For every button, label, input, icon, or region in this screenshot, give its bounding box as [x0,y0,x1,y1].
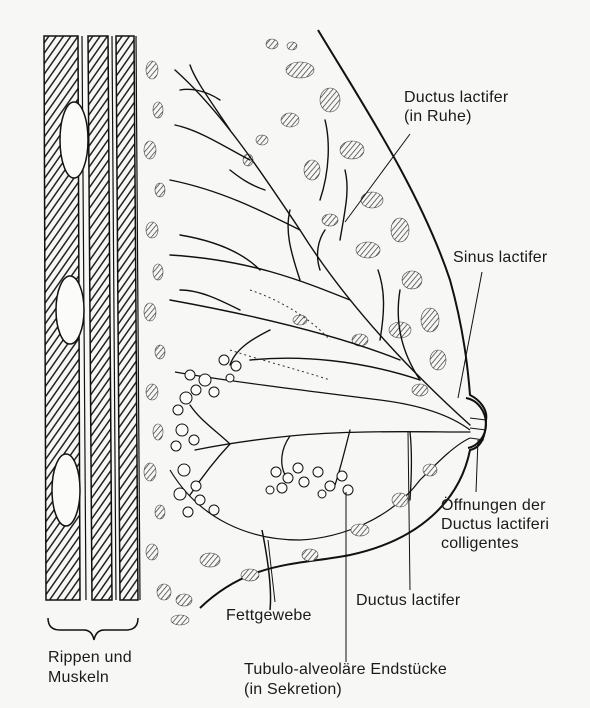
label-rippen-line2: Muskeln [48,668,109,687]
rib-oval [60,102,88,178]
fat-lobules [171,39,446,625]
label-fettgewebe: Fettgewebe [226,606,312,625]
label-oeffnungen-line2: Ductus lactiferi [441,515,549,534]
label-tubulo-line2: (in Sekretion) [244,680,342,699]
alveolar-clusters [171,355,353,517]
label-ductus-lactifer-ruhe-line1: Ductus lactifer [404,88,508,107]
fat-column [144,61,192,606]
rib-oval [52,454,80,526]
label-sinus-lactifer: Sinus lactifer [453,248,547,267]
label-ductus-lactifer-ruhe-line2: (in Ruhe) [404,107,472,126]
label-ductus-lactifer: Ductus lactifer [356,591,460,610]
leader-lines [268,134,482,662]
label-tubulo-line1: Tubulo-alveoläre Endstücke [244,660,447,679]
label-oeffnungen-line3: colligentes [441,534,519,553]
dotted-duct [230,290,330,380]
rib-oval [56,276,84,344]
rippen-brace [48,618,138,640]
label-oeffnungen-line1: Öffnungen der [441,496,546,515]
label-rippen-line1: Rippen und [48,648,132,667]
chest-wall [44,36,140,600]
